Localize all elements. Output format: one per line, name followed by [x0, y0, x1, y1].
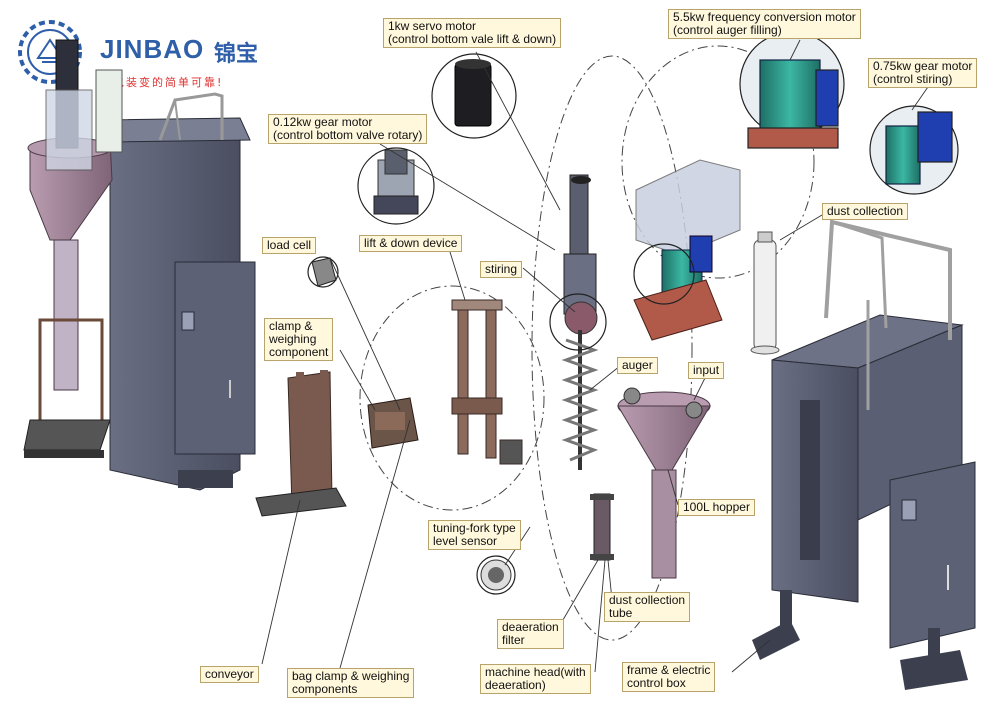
bag-clamp-part: [255, 370, 347, 517]
label-stiring: stiring: [480, 261, 523, 278]
bubble-tuning-fork: [476, 555, 516, 595]
tuning-fork-sensor-part: [480, 559, 512, 591]
label-frame-box: frame & electric control box: [622, 662, 716, 692]
label-load-cell: load cell: [262, 237, 317, 254]
label-gear-motor-012: 0.12kw gear motor (control bottom valve …: [268, 114, 428, 144]
bubble-stiring: [549, 293, 607, 351]
label-dust-tube: dust collection tube: [604, 592, 691, 622]
label-machine-head: machine head(with deaeration): [480, 664, 591, 694]
label-clamp-weighing: clamp & weighing component: [264, 318, 334, 361]
bubble-gear-motor-012: [357, 147, 435, 225]
ellipse-left-group: [359, 285, 545, 511]
brand-slogan: 让包装变的简单可靠!: [100, 76, 224, 89]
clamp-weighing-part: [367, 397, 419, 449]
label-lift-down: lift & down device: [359, 235, 463, 252]
label-bag-clamp: bag clamp & weighing components: [287, 668, 415, 698]
ellipse-motor-group: [621, 45, 815, 279]
brand-name: JINBAO: [100, 34, 205, 64]
bubble-input: [633, 243, 695, 305]
auger-assembly-part: [561, 174, 599, 470]
servo-motor-part: [454, 59, 492, 127]
label-servo-motor: 1kw servo motor (control bottom vale lif…: [383, 18, 562, 48]
frame-electric-control-box: [752, 219, 976, 690]
ellipse-center-group: [531, 55, 693, 641]
deaeration-filter-part: [590, 493, 614, 561]
brand-logo: JINBAO 锦宝 让包装变的简单可靠!: [8, 14, 270, 89]
label-deaeration-filter: deaeration filter: [497, 619, 564, 649]
hopper-part: [617, 387, 711, 579]
bubble-servo: [431, 53, 517, 139]
label-input: input: [688, 362, 725, 379]
label-auger: auger: [617, 357, 658, 374]
dust-collection-part: [750, 231, 780, 355]
freq-motor-assembly-part: [633, 159, 741, 341]
assembled-machine-left: [23, 39, 256, 491]
label-conveyor: conveyor: [200, 666, 259, 683]
brand-name-cn: 锦宝: [214, 42, 259, 67]
label-dust-collection: dust collection: [822, 203, 909, 220]
detail-bubbles: [307, 31, 959, 595]
bubble-load-cell: [307, 256, 339, 288]
grouping-ellipses: [359, 45, 815, 641]
label-hopper: 100L hopper: [678, 499, 755, 516]
gear-motor-012-part: [373, 149, 419, 215]
label-tuning-fork: tuning-fork type level sensor: [428, 520, 521, 550]
lift-down-device-part: [451, 299, 523, 465]
label-freq-motor: 5.5kw frequency conversion motor (contro…: [668, 9, 861, 39]
label-gear-motor-075: 0.75kw gear motor (control stiring): [868, 58, 978, 88]
